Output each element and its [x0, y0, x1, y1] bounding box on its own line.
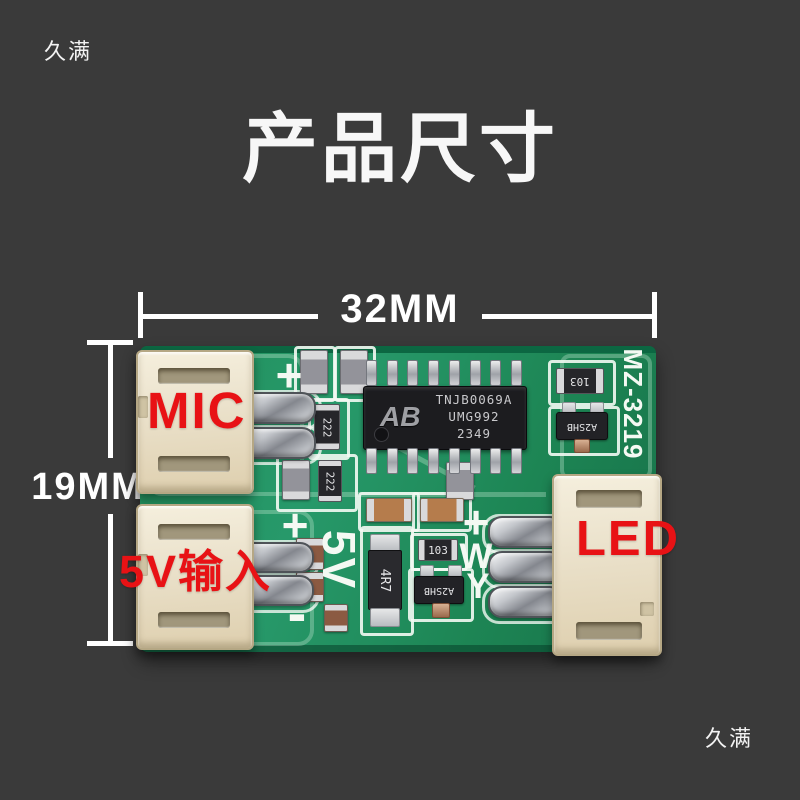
- connector-notch: [138, 396, 148, 418]
- silkscreen-outline: [360, 526, 414, 636]
- resistor-222-marking: 222: [320, 417, 334, 437]
- smd-capacitor: [366, 498, 412, 522]
- connector-slot: [158, 524, 230, 540]
- ic-pin: [510, 360, 522, 386]
- mosfet-a2shb: A2SHB: [556, 412, 608, 440]
- smd-capacitor: [324, 604, 348, 632]
- resistor-103: 103: [418, 539, 458, 561]
- mic-connector: [136, 350, 254, 494]
- height-dimension-label: 19MM: [31, 466, 145, 508]
- ic-pin: [366, 448, 377, 474]
- resistor-103-marking: 103: [428, 543, 448, 557]
- mic-annotation: MIC: [147, 382, 247, 439]
- width-dimension-line-left: [143, 314, 318, 319]
- smd-capacitor: [420, 498, 464, 522]
- resistor-103-marking: 103: [570, 374, 590, 388]
- power-rail-silkscreen-label: 5V: [313, 529, 365, 591]
- width-dimension-label: 32MM: [340, 287, 460, 331]
- mosfet-marking: A2SHB: [566, 420, 598, 432]
- width-dimension-line-right: [482, 314, 652, 319]
- ic-logo: AB: [380, 401, 421, 432]
- smd-capacitor: [300, 350, 328, 394]
- height-dimension-line-bottom: [108, 514, 113, 641]
- ic-pin: [407, 360, 419, 386]
- connector-slot: [158, 612, 230, 628]
- connector-notch: [138, 554, 148, 576]
- board-model-silkscreen: MZ-3219: [618, 348, 649, 460]
- height-dimension-tick-bottom: [87, 641, 133, 646]
- plus-silkscreen-mark: +: [281, 499, 309, 551]
- pcb-board: 222 222 4R7 103 103 A2SHB A2SHB: [136, 346, 662, 656]
- watermark-top-left: 久满: [44, 39, 93, 64]
- ic-pin: [428, 448, 440, 474]
- inductor-pad: [370, 608, 400, 627]
- width-dimension-tick-left: [138, 292, 143, 338]
- silkscreen-outline: [358, 492, 420, 532]
- ic-chip-body: AB TNJB0069A UMG992 2349: [363, 386, 527, 450]
- plus-silkscreen-mark: +: [462, 496, 490, 548]
- resistor-222: 222: [318, 460, 342, 502]
- ic-pin: [490, 448, 502, 474]
- ic-chip: AB TNJB0069A UMG992 2349: [358, 360, 530, 474]
- ic-pin: [510, 448, 522, 474]
- connector-slot: [158, 456, 230, 472]
- silkscreen-outline: [408, 568, 474, 622]
- transistor-pad: [574, 439, 590, 453]
- ic-part-number: TNJB0069A: [435, 392, 513, 407]
- ic-pin: [366, 360, 377, 386]
- watermark-bottom-right: 久满: [705, 726, 754, 751]
- smd-capacitor: [282, 460, 310, 500]
- width-dimension-tick-right: [652, 292, 657, 338]
- ic-lot-code: UMG992: [448, 408, 500, 424]
- ic-pin: [469, 448, 481, 474]
- mosfet-a2shb: A2SHB: [414, 576, 464, 604]
- ic-pin: [490, 360, 502, 386]
- led-solder-pin: [488, 551, 564, 583]
- transistor-pad: [432, 603, 450, 618]
- led-connector: [552, 474, 662, 656]
- ic-date-code: 2349: [456, 425, 492, 441]
- silkscreen-outline: [548, 360, 616, 406]
- ic-pin: [386, 360, 398, 386]
- ic-pin: [428, 360, 440, 386]
- resistor-103: 103: [556, 368, 604, 394]
- ic-pin: [448, 448, 460, 474]
- connector-slot: [158, 368, 230, 384]
- board-top-edge: [140, 346, 656, 353]
- resistor-222: 222: [314, 404, 340, 450]
- ic-pin-row-bottom: [366, 448, 522, 474]
- silkscreen-outline: [548, 406, 620, 456]
- board-bottom-edge: [140, 645, 656, 652]
- led-annotation: LED: [576, 512, 680, 566]
- ic-marking: TNJB0069A UMG992 2349: [426, 392, 522, 443]
- ic-pin: [469, 360, 481, 386]
- power-input-connector: [136, 504, 254, 650]
- inductor-4r7-marking: 4R7: [377, 568, 393, 592]
- height-dimension-tick-top: [87, 340, 133, 345]
- y-silkscreen-label: Y: [466, 567, 490, 606]
- w-silkscreen-label: W: [459, 537, 493, 576]
- plus-silkscreen-mark: +: [275, 349, 303, 401]
- ic-pin1-dimple: [374, 427, 389, 442]
- silkscreen-outline: [412, 492, 472, 532]
- ic-pin: [448, 360, 460, 386]
- ic-pin-row-top: [366, 360, 522, 386]
- ic-pin: [386, 448, 398, 474]
- page-title: 产品尺寸: [242, 107, 558, 192]
- ic-pin: [407, 448, 419, 474]
- connector-notch: [640, 602, 654, 616]
- power-input-annotation: 5V输入: [119, 546, 273, 597]
- mosfet-marking: A2SHB: [423, 584, 455, 596]
- height-dimension-line-top: [108, 345, 113, 458]
- connector-slot: [576, 622, 642, 640]
- resistor-222-marking: 222: [323, 471, 337, 491]
- connector-slot: [576, 490, 642, 508]
- inductor-4r7: 4R7: [368, 550, 402, 610]
